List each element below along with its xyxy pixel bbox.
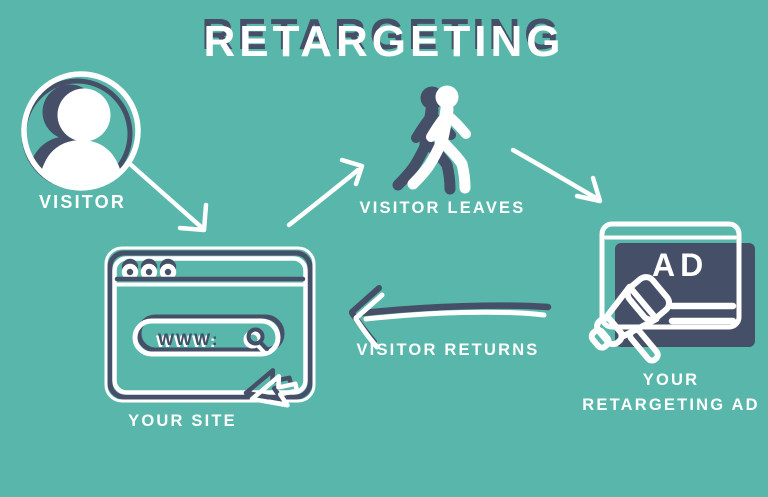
browser-window-icon <box>104 246 316 403</box>
ad-label-line1: YOUR <box>642 371 700 389</box>
address-bar-text: WWW: <box>158 330 220 349</box>
browser-dots-icon <box>121 258 177 281</box>
megaphone-icon <box>588 274 673 364</box>
visitor-returns-label: VISITOR RETURNS <box>356 341 540 359</box>
person-in-circle-icon <box>21 71 141 191</box>
ad-badge-text: AD <box>652 247 709 283</box>
arrow-site-to-leaves <box>286 157 365 228</box>
your-site-label: YOUR SITE <box>128 412 237 430</box>
retargeting-ad-label: YOUR RETARGETING AD <box>575 368 767 418</box>
arrow-visitor-to-site <box>127 161 209 233</box>
hand-drawn-return-arrow-icon <box>349 285 552 350</box>
visitor-leaves-label: VISITOR LEAVES <box>359 199 526 217</box>
search-icon <box>243 327 269 354</box>
walking-person-icon <box>392 85 471 195</box>
arrow-leaves-to-ad <box>510 147 603 204</box>
ad-label-line2: RETARGETING AD <box>582 396 760 414</box>
cursor-icon <box>243 368 300 408</box>
page-title: RETARGETING <box>203 17 565 66</box>
address-bar <box>132 314 285 357</box>
billboard-megaphone-icon <box>588 221 755 364</box>
visitor-label: VISITOR <box>38 192 127 212</box>
